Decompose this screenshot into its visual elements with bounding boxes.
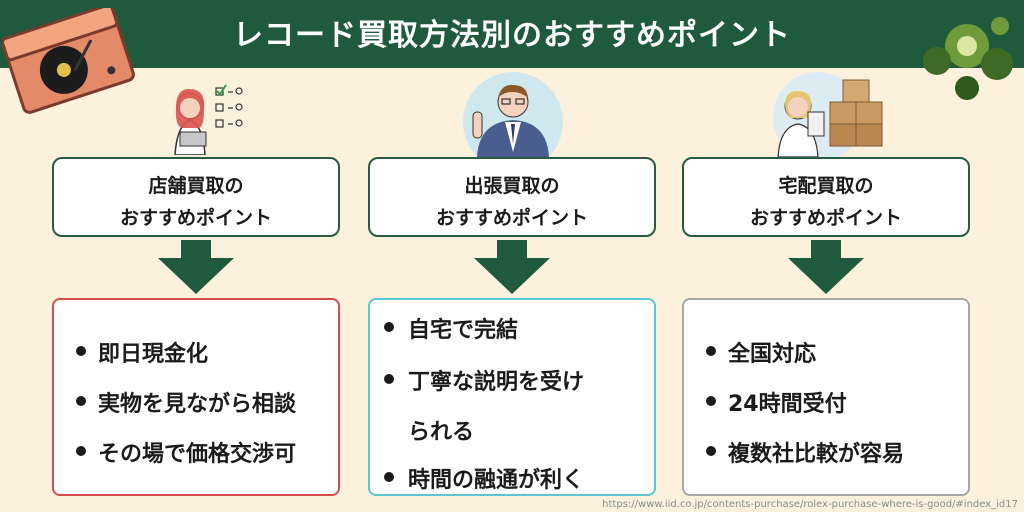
point-item: その場で価格交渉可	[76, 436, 296, 468]
down-arrow-icon	[788, 240, 864, 294]
home-visit-purchase-label: 出張買取の おすすめポイント	[368, 157, 656, 237]
label-line1: 店舗買取の	[148, 175, 244, 197]
label-line2: おすすめポイント	[119, 207, 272, 229]
point-item: 24時間受付	[706, 386, 847, 418]
point-item: 丁寧な説明を受け	[384, 364, 584, 396]
point-item: 複数社比較が容易	[706, 436, 904, 468]
point-item: 全国対応	[706, 336, 816, 368]
point-item: 即日現金化	[76, 336, 208, 368]
home-visit-purchase-points: 自宅で完結 丁寧な説明を受け られる 時間の融通が利く	[368, 298, 656, 496]
businessman-icon	[463, 72, 563, 157]
point-text: 丁寧な説明を受け	[408, 370, 585, 395]
bullet-icon	[706, 346, 716, 356]
source-url: https://www.iid.co.jp/contents-purchase/…	[602, 499, 1018, 510]
bullet-icon	[384, 322, 394, 332]
store-purchase-points: 即日現金化 実物を見ながら相談 その場で価格交渉可	[52, 298, 340, 496]
page-title: レコード買取方法別のおすすめポイント	[233, 18, 791, 53]
label-line2: おすすめポイント	[435, 207, 588, 229]
point-item: 実物を見ながら相談	[76, 386, 296, 418]
point-text: 複数社比較が容易	[728, 442, 905, 467]
point-continuation: られる	[408, 414, 474, 446]
green-flower-decoration-icon	[923, 17, 1013, 100]
down-arrow-icon	[158, 240, 234, 294]
point-text: 即日現金化	[98, 342, 209, 367]
bullet-icon	[76, 346, 86, 356]
woman-with-checklist-icon	[174, 84, 243, 155]
point-item: 時間の融通が利く	[384, 462, 584, 494]
point-text: られる	[408, 420, 475, 445]
delivery-purchase-points: 全国対応 24時間受付 複数社比較が容易	[682, 298, 970, 496]
bullet-icon	[384, 472, 394, 482]
bullet-icon	[76, 446, 86, 456]
point-text: 時間の融通が利く	[408, 468, 585, 493]
point-text: 自宅で完結	[408, 318, 519, 343]
point-text: 実物を見ながら相談	[98, 392, 297, 417]
label-line1: 出張買取の	[464, 175, 560, 197]
bullet-icon	[706, 446, 716, 456]
down-arrow-icon	[474, 240, 550, 294]
header-bar	[0, 0, 1024, 68]
point-text: その場で価格交渉可	[98, 442, 297, 467]
point-text: 全国対応	[728, 342, 817, 367]
store-purchase-label: 店舗買取の おすすめポイント	[52, 157, 340, 237]
point-text: 24時間受付	[728, 392, 847, 417]
woman-with-boxes-icon	[773, 72, 883, 157]
point-item: 自宅で完結	[384, 312, 518, 344]
delivery-purchase-label: 宅配買取の おすすめポイント	[682, 157, 970, 237]
label-line2: おすすめポイント	[749, 207, 902, 229]
bullet-icon	[384, 374, 394, 384]
record-player-icon	[2, 8, 135, 114]
bullet-icon	[706, 396, 716, 406]
bullet-icon	[76, 396, 86, 406]
label-line1: 宅配買取の	[778, 175, 874, 197]
